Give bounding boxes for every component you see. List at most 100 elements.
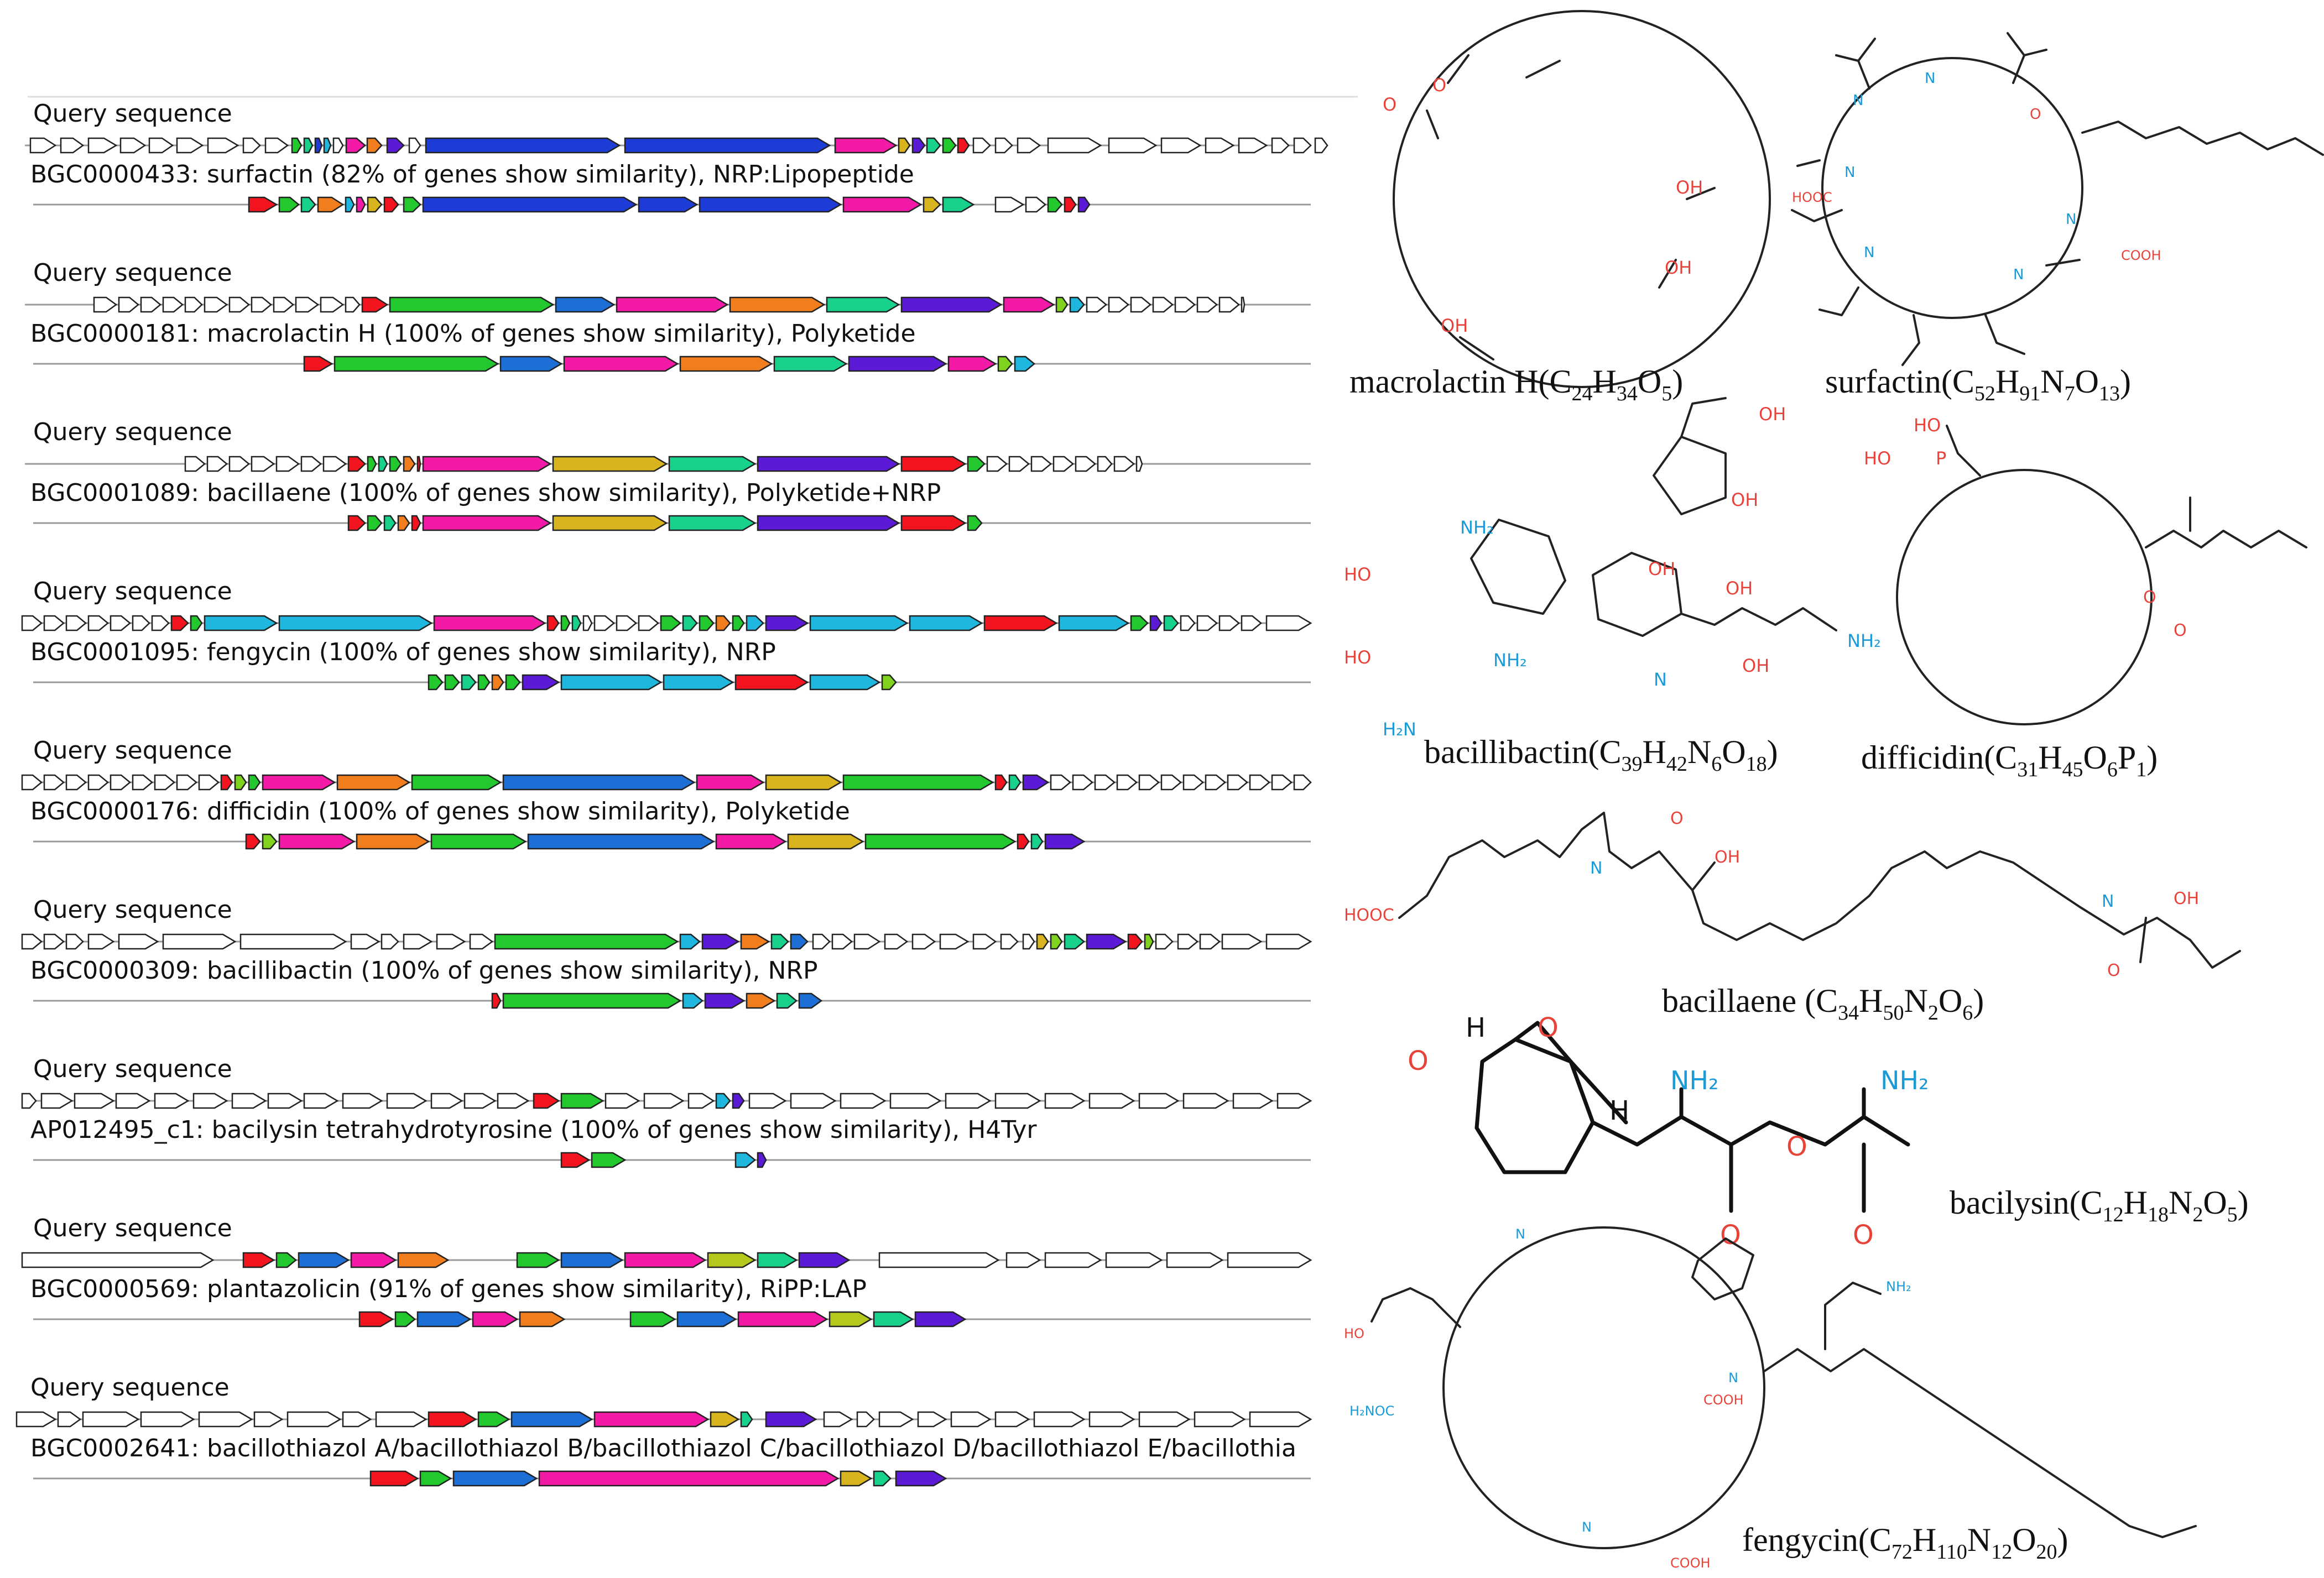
query-gene <box>502 774 696 791</box>
bacilysin-h1: H <box>1466 1012 1486 1043</box>
difficidin-formula-part: 31 <box>2017 758 2038 781</box>
query-gene <box>701 933 740 950</box>
query-gene <box>729 296 826 313</box>
reference-gene <box>1017 833 1030 850</box>
surfactin-formula-part: surfactin(C <box>1825 363 1974 400</box>
reference-gene <box>746 992 776 1009</box>
reference-gene <box>334 356 499 372</box>
query-gene <box>1293 774 1312 791</box>
query-gene <box>1069 296 1085 313</box>
reference-gene <box>356 833 430 850</box>
macrolactin-name: macrolactin H(C24H34O5) <box>1349 363 1683 405</box>
query-gene <box>386 137 405 154</box>
query-gene <box>1097 456 1113 472</box>
reference-gene <box>491 674 504 691</box>
query-gene <box>198 774 220 791</box>
query-gene <box>1047 137 1102 154</box>
surfactin-n4: N <box>1864 244 1874 261</box>
query-gene <box>1017 137 1041 154</box>
bacillaene-formula-part: ) <box>1973 983 1984 1019</box>
query-gene <box>65 774 87 791</box>
query-gene <box>375 1411 428 1428</box>
query-gene <box>560 1252 624 1268</box>
query-gene <box>748 1093 787 1109</box>
query-gene <box>367 456 377 472</box>
reference-gene <box>704 992 746 1009</box>
query-gene <box>682 615 698 631</box>
surfactin-sidechains <box>1791 32 2081 366</box>
query-gene <box>132 615 150 631</box>
query-gene <box>21 774 43 791</box>
query-gene <box>560 615 571 631</box>
bacillaene-formula-part: 2 <box>1928 1001 1939 1025</box>
query-gene <box>834 137 898 154</box>
query-gene <box>1149 615 1163 631</box>
macrolactin-atom-oh2: OH <box>1665 257 1692 278</box>
query-gene <box>1050 933 1063 950</box>
reference-gene <box>809 674 881 691</box>
query-gene <box>43 774 65 791</box>
bacilysin-o-epoxide: O <box>1538 1012 1559 1043</box>
query-gene <box>422 456 552 472</box>
surfactin-formula-part: O <box>2075 363 2099 400</box>
reference-gene <box>1030 833 1044 850</box>
surfactin-o: O <box>2030 106 2041 123</box>
surfactin-structure: N N N N N N HOOC COOH O <box>1791 32 2324 366</box>
query-gene <box>710 1411 740 1428</box>
bacillibactin-formula-part: H <box>1643 734 1666 770</box>
query-gene <box>1160 137 1202 154</box>
query-gene <box>950 1411 992 1428</box>
query-gene <box>389 296 555 313</box>
query-gene <box>242 137 261 154</box>
query-gene <box>403 933 433 950</box>
query-gene <box>552 456 668 472</box>
reference-gene <box>828 1311 873 1328</box>
query-gene <box>242 1252 275 1268</box>
query-gene <box>239 933 347 950</box>
reference-gene <box>900 515 967 531</box>
query-gene <box>732 1093 745 1109</box>
reference-label: AP012495_c1: bacilysin tetrahydrotyrosin… <box>30 1116 1037 1144</box>
reference-gene <box>452 1470 538 1487</box>
bacillaene-backbone <box>1398 812 2241 969</box>
query-gene <box>900 296 1003 313</box>
query-gene <box>1180 615 1196 631</box>
query-gene <box>140 296 161 313</box>
bacillibactin-formula-part: bacillibactin(C <box>1424 734 1622 770</box>
query-gene <box>322 456 347 472</box>
query-gene <box>765 1411 817 1428</box>
fengycin-sidechains <box>1371 1282 1882 1350</box>
query-gene <box>939 933 970 950</box>
difficidin-formula-part: ) <box>2146 739 2158 776</box>
reference-gene <box>942 196 975 213</box>
macrolactin-formula-part: 34 <box>1617 382 1638 405</box>
bacillaene-formula-part: bacillaene (C <box>1662 983 1838 1019</box>
reference-gene <box>679 356 773 372</box>
reference-gene <box>947 356 997 372</box>
reference-label: BGC0000176: difficidin (100% of genes sh… <box>30 797 850 825</box>
query-gene <box>1271 774 1293 791</box>
reference-gene <box>682 992 704 1009</box>
bacilysin-nh2-2: NH₂ <box>1880 1065 1929 1095</box>
reference-gene <box>538 1470 840 1487</box>
query-gene <box>668 456 757 472</box>
bacilysin-formula-part: 18 <box>2148 1203 2169 1226</box>
bacillibactin-formula-part: ) <box>1767 734 1778 770</box>
query-gene <box>826 296 900 313</box>
reference-gene <box>499 356 563 372</box>
reference-gene <box>317 196 345 213</box>
reference-gene <box>519 1311 566 1328</box>
fengycin-formula-part: N <box>1967 1522 1991 1558</box>
query-gene <box>1072 774 1093 791</box>
query-gene <box>957 137 970 154</box>
query-gene <box>1105 1252 1163 1268</box>
query-gene <box>770 933 789 950</box>
bacillibactin-formula-part: 42 <box>1666 753 1687 776</box>
query-gene <box>93 296 118 313</box>
query-gene <box>1108 296 1129 313</box>
macrolactin-atom-o2: O <box>1432 75 1446 96</box>
query-gene <box>1036 933 1049 950</box>
macrolactin-formula-part: macrolactin H(C <box>1349 363 1572 400</box>
